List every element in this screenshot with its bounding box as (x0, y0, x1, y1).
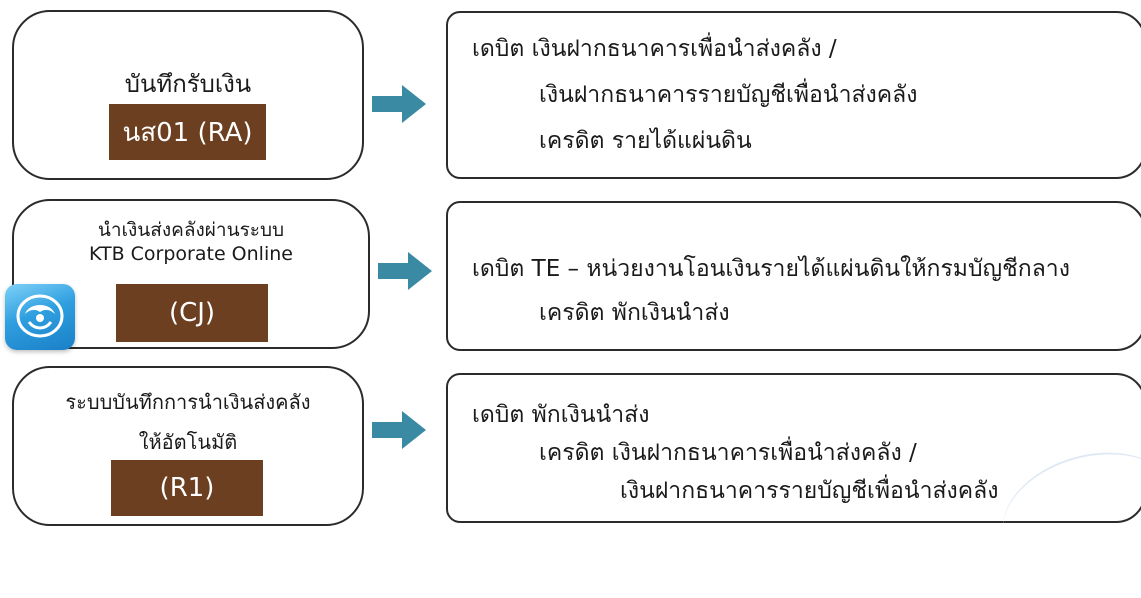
entry-3-box: เดบิต พักเงินนำส่ง เครดิต เงินฝากธนาคารเ… (446, 373, 1141, 523)
entry-3-line-3: เงินฝากธนาคารรายบัญชีเพื่อนำส่งคลัง (620, 478, 999, 504)
step-3-code-badge: (R1) (111, 460, 263, 516)
step-2-title-line-1: นำเงินส่งคลังผ่านระบบ (97, 219, 285, 241)
right-arrow-icon (372, 411, 426, 449)
step-2-title-line-2: KTB Corporate Online (89, 243, 293, 265)
step-3-title-line-2: ให้อัตโนมัติ (138, 430, 238, 454)
step-3-box: ระบบบันทึกการนำเงินส่งคลัง ให้อัตโนมัติ … (12, 366, 364, 526)
step-3-title-line-1: ระบบบันทึกการนำเงินส่งคลัง (65, 390, 311, 414)
step-1-box: บันทึกรับเงิน นส01 (RA) (12, 10, 364, 180)
entry-1-line-3: เครดิต รายได้แผ่นดิน (539, 128, 752, 154)
entry-3-line-1: เดบิต พักเงินนำส่ง (472, 402, 650, 428)
entry-1-box: เดบิต เงินฝากธนาคารเพื่อนำส่งคลัง / เงิน… (446, 11, 1141, 179)
entry-2-line-2: เครดิต พักเงินนำส่ง (539, 300, 730, 326)
step-1-title: บันทึกรับเงิน (124, 70, 252, 98)
right-arrow-icon (372, 85, 426, 123)
step-1-code-badge: นส01 (RA) (109, 104, 266, 160)
entry-1-line-2: เงินฝากธนาคารรายบัญชีเพื่อนำส่งคลัง (539, 82, 918, 108)
entry-1-line-1: เดบิต เงินฝากธนาคารเพื่อนำส่งคลัง / (472, 36, 837, 62)
entry-3-line-2: เครดิต เงินฝากธนาคารเพื่อนำส่งคลัง / (539, 440, 917, 466)
ktb-bank-logo-icon (5, 284, 75, 350)
entry-2-line-1: เดบิต TE – หน่วยงานโอนเงินรายได้แผ่นดินใ… (472, 256, 1070, 282)
entry-2-box: เดบิต TE – หน่วยงานโอนเงินรายได้แผ่นดินใ… (446, 201, 1141, 351)
step-2-code-badge: (CJ) (116, 284, 268, 342)
right-arrow-icon (378, 252, 432, 290)
